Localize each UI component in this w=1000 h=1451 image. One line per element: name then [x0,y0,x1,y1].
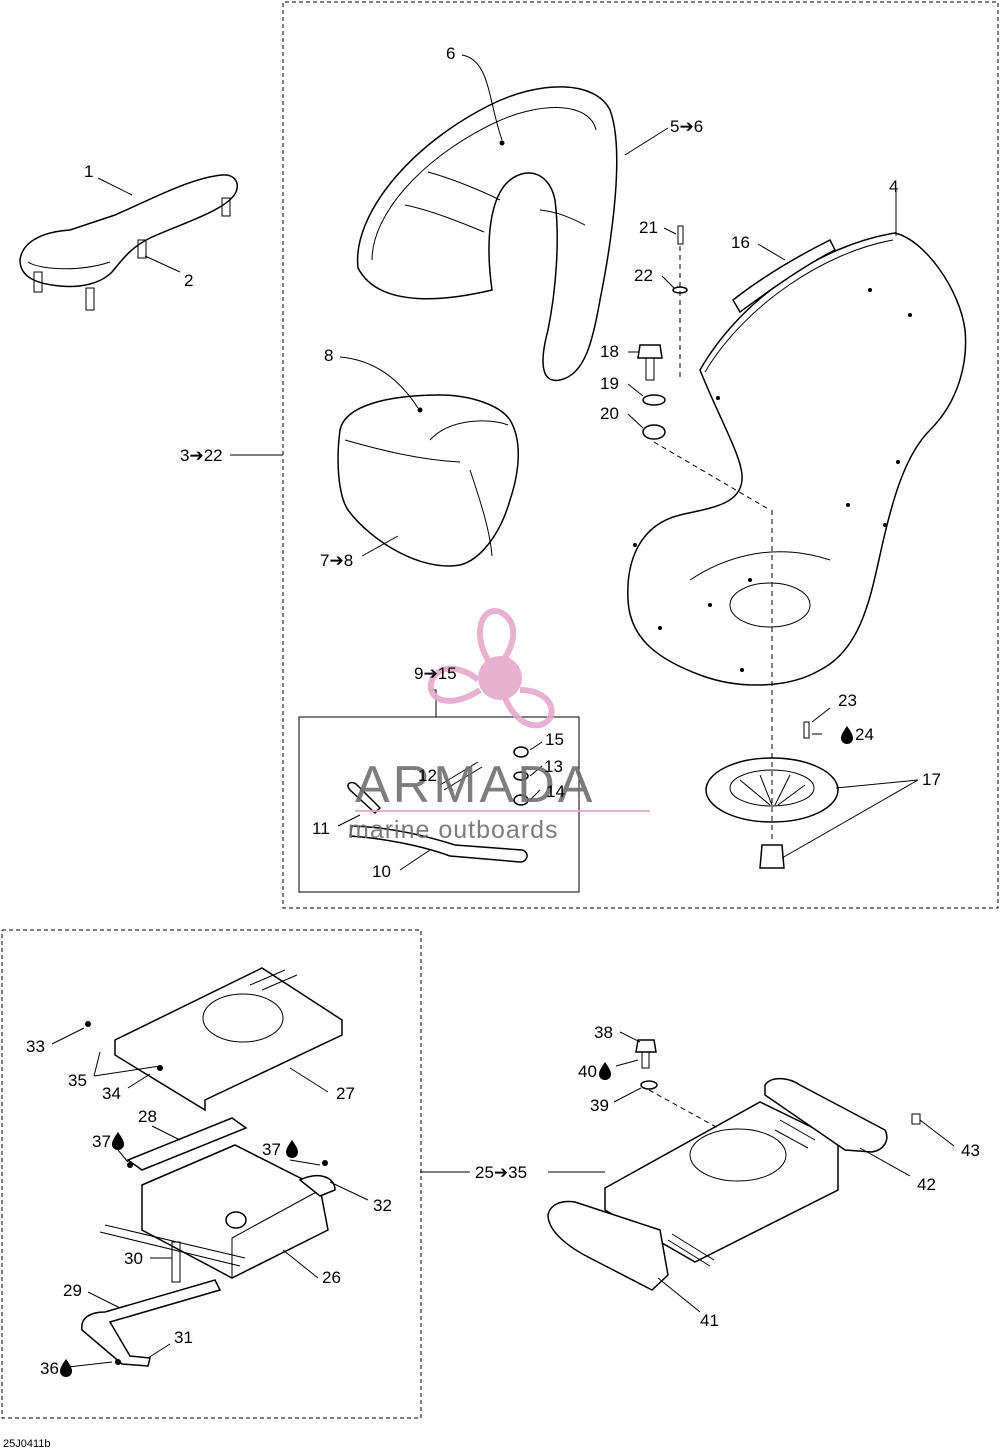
callout-36-group: 36 [40,1359,72,1378]
slider-assembly-left [81,967,343,1367]
callout-24-group: 24 [841,725,874,744]
kit-9-15-box [298,716,580,893]
watermark-brand: ARMADA [355,756,595,814]
callout-26: 26 [322,1268,341,1287]
callout-21: 21 [639,218,658,237]
oil-drop-icon [112,1132,124,1150]
callout-9-15: 9➔15 [414,664,457,683]
propeller-icon [427,608,555,729]
callout-28: 28 [138,1107,157,1126]
part-1-cushion [19,174,238,311]
callout-36: 36 [40,1359,59,1378]
callout-20: 20 [600,404,619,423]
watermark-tagline: marine outboards [348,816,559,844]
slider-assembly-right [547,1039,921,1291]
propeller-hub [478,656,522,700]
callout-37a-group: 37 [92,1132,124,1151]
callout-25-35: 25➔35 [475,1163,527,1182]
callout-19: 19 [600,374,619,393]
callout-37b: 37 [262,1140,281,1159]
callout-15: 15 [545,730,564,749]
callout-5-6: 5➔6 [670,117,703,136]
part-7-seat [337,394,519,567]
callout-31: 31 [174,1328,193,1347]
callout-38: 38 [594,1023,613,1042]
callout-14: 14 [546,782,565,801]
callout-11: 11 [312,819,330,838]
callout-34: 34 [102,1084,121,1103]
oil-drop-icon [60,1359,72,1377]
callout-2: 2 [184,271,193,290]
callout-7-8: 7➔8 [320,551,353,570]
callout-1: 1 [84,162,93,181]
leader-lines [51,54,955,1368]
callout-24: 24 [855,725,874,744]
callout-13: 13 [544,757,563,776]
figure-code: 25J0411b [3,1438,51,1450]
callout-4: 4 [889,177,898,196]
callout-22: 22 [634,266,653,285]
upper-group-frame [282,1,999,909]
callout-17: 17 [922,770,941,789]
lower-group-frame [1,929,422,1419]
part-4-seat-shell [627,232,967,686]
hardware-18-22 [637,225,771,511]
callout-18: 18 [600,342,619,361]
callout-40: 40 [578,1062,597,1081]
callout-43: 43 [961,1141,980,1160]
callout-41: 41 [700,1311,719,1330]
oil-drop-icon [841,726,853,744]
callout-3-22: 3➔22 [180,446,223,465]
callout-37b-group: 37 [262,1140,298,1159]
callout-33: 33 [26,1037,45,1056]
part-16-trim-strip [732,238,837,314]
callout-37a: 37 [92,1132,111,1151]
callout-12: 12 [418,766,437,785]
oil-drop-icon [286,1140,298,1158]
callout-30: 30 [124,1249,143,1268]
part-17-swivel-base [705,510,839,869]
part-5-backrest [356,86,618,382]
armada-watermark: ARMADA marine outboards [348,608,650,844]
callout-40-group: 40 [578,1062,611,1081]
callout-8: 8 [324,346,333,365]
callout-42: 42 [917,1175,936,1194]
callout-35: 35 [68,1071,87,1090]
callout-labels: 1 2 3➔22 4 5➔6 6 7➔8 8 9➔15 10 11 12 13 … [26,44,980,1378]
callout-39: 39 [590,1096,609,1115]
callout-29: 29 [63,1281,82,1300]
callout-6: 6 [446,44,455,63]
callout-32: 32 [373,1196,392,1215]
callout-27: 27 [336,1084,355,1103]
callout-10: 10 [372,862,391,881]
oil-drop-icon [599,1062,611,1080]
callout-23: 23 [838,691,857,710]
callout-16: 16 [731,233,750,252]
